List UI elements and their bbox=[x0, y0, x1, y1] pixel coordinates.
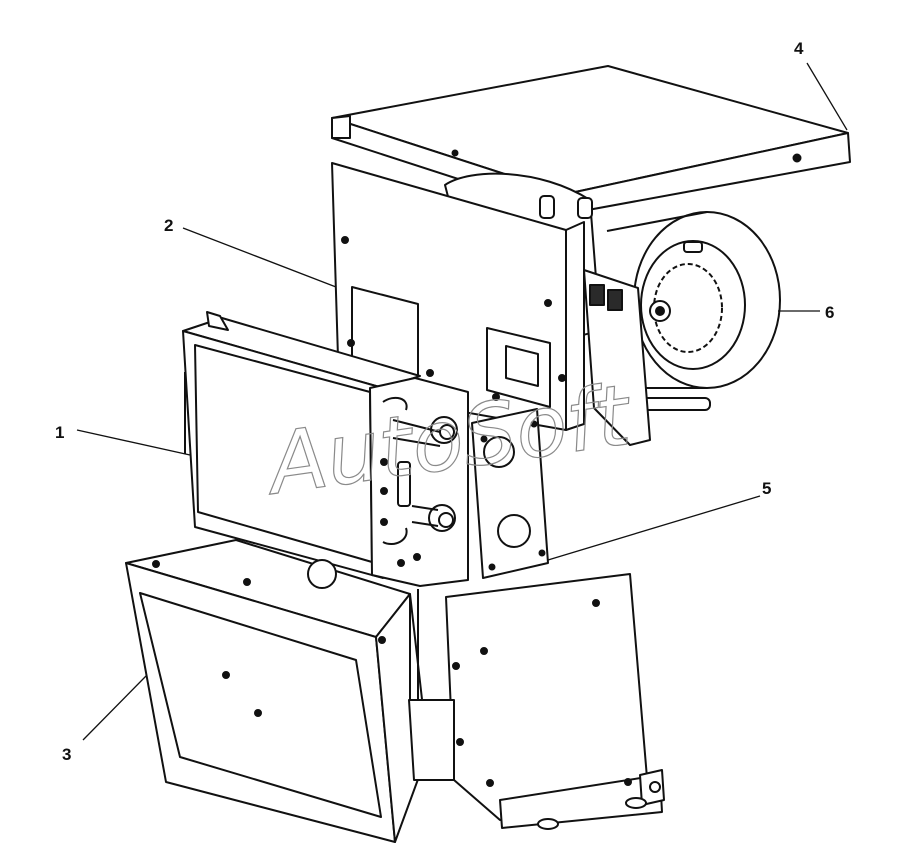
lower-housing bbox=[125, 539, 665, 843]
back-panel bbox=[331, 162, 651, 446]
callout-4: 4 bbox=[794, 39, 804, 58]
callout-5: 5 bbox=[762, 479, 771, 498]
leader-4 bbox=[806, 62, 848, 131]
leader-2 bbox=[182, 227, 337, 288]
callout-3: 3 bbox=[62, 745, 71, 764]
callout-1: 1 bbox=[55, 423, 64, 442]
leader-5 bbox=[547, 495, 761, 561]
callout-2: 2 bbox=[164, 216, 173, 235]
leader-1 bbox=[76, 429, 191, 456]
heater-core bbox=[182, 311, 469, 587]
callout-6: 6 bbox=[825, 303, 834, 322]
leader-lines bbox=[76, 62, 848, 741]
gasket-plate bbox=[471, 408, 549, 579]
leader-3 bbox=[82, 675, 147, 741]
